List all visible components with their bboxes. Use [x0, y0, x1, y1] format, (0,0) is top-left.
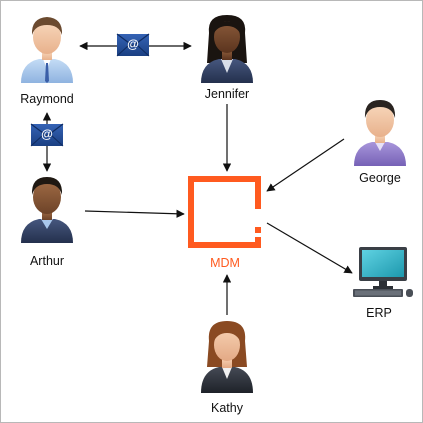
kathy-avatar-icon	[201, 321, 253, 393]
arthur-avatar-icon	[21, 177, 73, 243]
kathy-label: Kathy	[211, 401, 243, 415]
george-label: George	[359, 171, 401, 185]
raymond-label: Raymond	[20, 92, 74, 106]
envelope-icon: @	[30, 123, 64, 147]
mdm-label: MDM	[210, 256, 240, 270]
jennifer-label: Jennifer	[204, 87, 250, 101]
george-avatar-icon	[354, 100, 406, 166]
connector-arthur-mdm	[84, 209, 185, 218]
computer-icon	[353, 247, 413, 297]
arthur-label: Arthur	[29, 254, 65, 268]
connectors	[42, 41, 353, 315]
envelope-icon: @	[116, 33, 150, 57]
mdm-logo-icon	[188, 176, 261, 248]
connector-mdm-erp	[266, 222, 353, 274]
jennifer-avatar-icon	[201, 15, 253, 83]
svg-text:@: @	[41, 127, 53, 141]
erp-label: ERP	[366, 306, 392, 320]
connector-george-mdm	[266, 138, 345, 192]
raymond-avatar-icon	[21, 17, 73, 83]
svg-text:@: @	[127, 37, 139, 51]
